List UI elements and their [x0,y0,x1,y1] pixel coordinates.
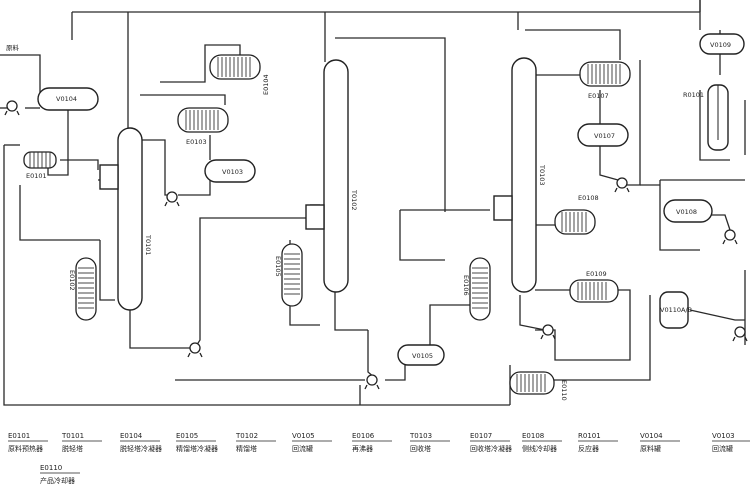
legend-name: 再沸器 [352,444,373,453]
column-t0103: T0103 [493,57,546,293]
legend-tag: E0108 [522,432,544,440]
vessel-v0103: V0103 [204,159,256,183]
legend-name: 回收塔冷凝器 [470,444,512,453]
svg-text:V0105: V0105 [412,352,433,360]
column-t0102: T0102 [305,59,358,293]
svg-text:E0104: E0104 [262,74,270,95]
legend-item: V0103 回流罐 [712,432,750,453]
svg-text:T0102: T0102 [350,189,358,211]
legend-tag: E0105 [176,432,198,440]
legend-item: V0104 原料罐 [640,432,680,453]
svg-text:E0110: E0110 [560,380,568,401]
pump-bottom-1 [187,342,203,358]
svg-text:E0109: E0109 [586,270,607,278]
svg-text:V0108: V0108 [676,208,697,216]
equipment-legend: E0101 原料预热器 T0101 脱轻塔 E0104 脱轻塔冷凝器 E0105 精馏塔冷凝器… [8,432,750,485]
legend-item: E0108 侧线冷却器 [522,432,562,453]
vessel-v0108: V0108 [663,199,713,223]
svg-text:V0109: V0109 [710,41,731,49]
legend-tag: T0102 [235,432,258,440]
pump-far-right-low [732,326,748,342]
legend-tag: E0106 [352,432,375,440]
vessel-v0107: V0107 [577,123,629,147]
legend-item: T0102 精馏塔 [235,432,276,453]
svg-text:E0101: E0101 [26,172,47,180]
exchanger-e0102: E0102 [68,257,97,321]
pump-feed [4,100,20,116]
vessel-v0104: V0104 [37,87,99,111]
reactor-r0101: R0101 [683,84,729,151]
legend-name: 精馏塔冷凝器 [176,444,218,453]
legend-tag: E0110 [40,464,62,472]
legend-tag: V0104 [640,432,663,440]
svg-text:E0106: E0106 [462,275,470,296]
legend-tag: E0104 [120,432,143,440]
exchanger-e0101: E0101 [23,151,57,180]
legend-tag: T0101 [61,432,84,440]
svg-text:E0108: E0108 [578,194,599,202]
column-t0101: T0101 [99,127,152,311]
exchanger-e0105: E0105 [274,243,303,307]
legend-tag: V0105 [292,432,315,440]
legend-item: E0110 产品冷却器 [40,464,80,485]
legend-item: V0105 回流罐 [292,432,332,453]
exchanger-e0109: E0109 [569,270,619,303]
exchanger-e0108: E0108 [554,194,599,235]
exchanger-e0103: E0103 [177,107,229,146]
svg-text:E0102: E0102 [68,270,76,291]
svg-text:V0103: V0103 [222,168,243,176]
legend-name: 反应器 [578,444,599,453]
pump-bottom-3 [540,324,556,340]
legend-item: E0106 再沸器 [352,432,392,453]
svg-text:T0101: T0101 [144,234,152,256]
pump-reflux-1 [164,191,180,207]
exchanger-e0104: E0104 [209,54,270,95]
vessel-v0109: V0109 [699,33,745,55]
pump-reflux-3 [614,177,630,193]
legend-item: E0101 原料预热器 [8,432,48,453]
feed-label: 原料 [6,43,20,52]
svg-text:T0103: T0103 [538,164,546,186]
legend-item: E0104 脱轻塔冷凝器 [120,432,162,453]
legend-tag: E0101 [8,432,30,440]
vessel-v0105: V0105 [397,344,445,366]
piping [0,0,746,406]
legend-tag: T0103 [409,432,432,440]
legend-item: E0105 精馏塔冷凝器 [176,432,218,453]
legend-item: T0101 脱轻塔 [61,432,102,453]
legend-name: 精馏塔 [236,444,257,453]
legend-name: 脱轻塔 [62,444,83,453]
svg-text:V0110A/B: V0110A/B [660,306,692,314]
legend-name: 回收塔 [410,444,431,453]
svg-text:E0107: E0107 [588,92,609,100]
legend-item: R0101 反应器 [578,432,618,453]
legend-name: 回流罐 [712,444,733,453]
pump-bottom-2 [364,374,380,390]
legend-name: 脱轻塔冷凝器 [120,444,162,453]
legend-item: E0107 回收塔冷凝器 [470,432,512,453]
legend-tag: E0107 [470,432,492,440]
legend-item: T0103 回收塔 [409,432,450,453]
legend-name: 原料预热器 [8,444,43,453]
legend-tag: V0103 [712,432,735,440]
svg-text:E0103: E0103 [186,138,207,146]
svg-text:V0104: V0104 [56,95,77,103]
exchanger-e0110: E0110 [509,371,568,401]
legend-name: 产品冷却器 [40,476,75,485]
pump-far-right [722,229,738,245]
svg-text:V0107: V0107 [594,132,615,140]
exchanger-e0106: E0106 [462,257,491,321]
legend-name: 侧线冷却器 [522,444,557,453]
exchanger-e0107: E0107 [579,61,631,100]
legend-tag: R0101 [578,432,601,440]
vessel-v0110ab: V0110A/B [659,291,692,329]
svg-text:R0101: R0101 [683,91,704,99]
svg-text:E0105: E0105 [274,256,282,277]
legend-name: 回流罐 [292,444,313,453]
legend-name: 原料罐 [640,444,661,453]
